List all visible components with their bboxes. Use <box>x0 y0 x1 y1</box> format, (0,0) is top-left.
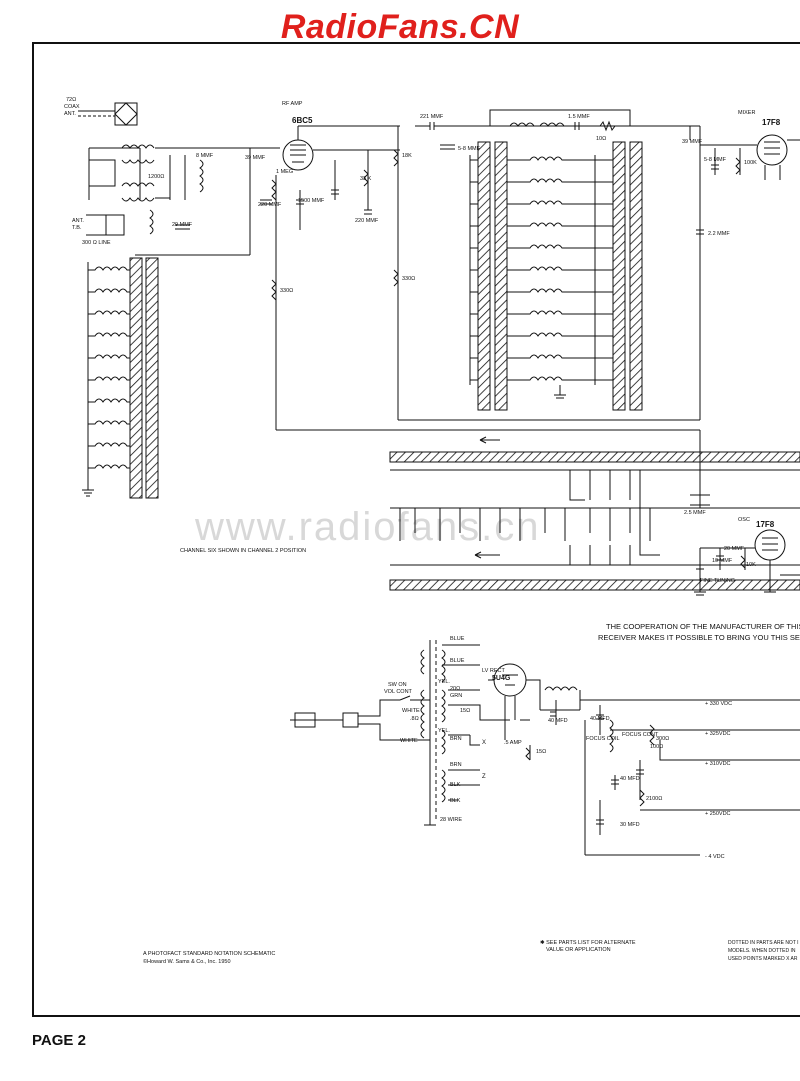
cap-2-5mmf-label: 2.5 MMF <box>684 510 706 516</box>
voltage-neg4: - 4 VDC <box>705 854 725 860</box>
marker-z: Z <box>482 774 486 780</box>
wire-blk-1: BLK <box>450 782 461 788</box>
channel-note: CHANNEL SIX SHOWN IN CHANNEL 2 POSITION <box>180 548 306 554</box>
wire-grn: GRN <box>450 693 462 699</box>
page-number: PAGE 2 <box>32 1032 86 1049</box>
antenna-coax-label-3: ANT. <box>64 111 76 117</box>
antenna-tb-label-2: T.B. <box>72 225 82 231</box>
cooperation-line-1: THE COOPERATION OF THE MANUFACTURER OF T… <box>606 622 800 631</box>
mixer-tube-type: 17F8 <box>762 118 781 127</box>
res-330-label: 330Ω <box>280 288 293 294</box>
antenna-coax-label: 72Ω <box>66 97 76 103</box>
wire-gauge-label: 28 WIRE <box>440 817 462 823</box>
res-100-label: 100Ω <box>650 744 663 750</box>
wire-brn-2: BRN <box>450 762 462 768</box>
res-18k-label: 18K <box>402 153 412 159</box>
credits-line-1: A PHOTOFACT STANDARD NOTATION SCHEMATIC <box>143 951 275 957</box>
faint-watermark: www.radiofans.cn <box>195 505 541 549</box>
res-300-label: 300Ω <box>656 736 669 742</box>
cap-40mfd-2: 40 MFD <box>590 716 610 722</box>
cap-220mmf-label: 220 MMF <box>258 202 282 208</box>
rf-amp-tube-type: 6BC5 <box>292 116 313 125</box>
switch-label: SW ON <box>388 682 407 688</box>
wire-brn-1: BRN <box>450 736 462 742</box>
wire-yel-1: YEL. <box>438 679 450 685</box>
res-1200-label: 1200Ω <box>148 174 164 180</box>
res-330-2-label: 330Ω <box>402 276 415 282</box>
wire-blk-2: BLK <box>450 798 461 804</box>
wire-blue-2: BLUE <box>450 658 465 664</box>
cap-40mfd-3: 40 MFD <box>620 776 640 782</box>
dotted-note-line-2: MODELS. WHEN DOTTED IN <box>728 948 796 954</box>
cap-8mmf-label: 8 MMF <box>196 153 214 159</box>
schematic-frame <box>32 42 800 1017</box>
wire-blue-1: BLUE <box>450 636 465 642</box>
wire-white-2: WHITE <box>400 738 418 744</box>
antenna-line-label: 300 Ω LINE <box>82 240 111 246</box>
focus-coil-label: FOCUS COIL <box>586 736 620 742</box>
parts-note-line-2: VALUE OR APPLICATION <box>546 947 611 953</box>
res-1meg-label: 1 MEG <box>276 169 293 175</box>
cap-20mmf-label: 20 MMF <box>724 546 745 552</box>
cap-10mmf-label: 10 MMF <box>712 558 733 564</box>
fine-tuning-label: FINE TUNING <box>700 578 735 584</box>
cap-1-5mmf-label: 1.5 MMF <box>568 114 590 120</box>
dotted-note-line-3: USED POINTS MARKED X AR <box>728 956 798 962</box>
fuse-label: .5 AMP <box>504 740 522 746</box>
res-10-label: 10Ω <box>596 136 606 142</box>
voltage-310: + 310VDC <box>705 761 731 767</box>
osc-tube-type: 17F8 <box>756 520 775 529</box>
cap-220mmf-2-label: 220 MMF <box>355 218 379 224</box>
voltage-325: + 325VDC <box>705 731 731 737</box>
rf-amp-label: RF AMP <box>282 101 303 107</box>
cap-39mmf-label: 39 MMF <box>245 155 266 161</box>
wire-yel-2: YEL. <box>438 728 450 734</box>
rectifier-tube-type: 5U4G <box>492 675 511 682</box>
watermark-logo: RadioFans.CN <box>280 8 520 46</box>
voltage-330: + 330 VDC <box>705 701 732 707</box>
focus-cont-label: FOCUS CONT <box>622 732 659 738</box>
cap-39mmf-2-label: 39 MMF <box>682 139 703 145</box>
cooperation-line-2: RECEIVER MAKES IT POSSIBLE TO BRING YOU … <box>598 633 800 642</box>
cap-1500mmf-label: 1500 MMF <box>298 198 325 204</box>
res-2100-label: 2100Ω <box>646 796 662 802</box>
res-100k-label: 100K <box>744 160 757 166</box>
cap-40mfd-1: 40 MFD <box>548 718 568 724</box>
voltage-250: + 250VDC <box>705 811 731 817</box>
cap-30mfd: 30 MFD <box>620 822 640 828</box>
res-15-label: 15Ω <box>460 708 470 714</box>
cap-29mmf-label: 29 MMF <box>172 222 193 228</box>
antenna-coax-label-2: COAX <box>64 104 80 110</box>
res-20-label: 20Ω <box>450 686 460 692</box>
res-8-label: .8Ω <box>410 716 419 722</box>
res-33k-label: 33 K <box>360 176 372 182</box>
cap-5-8mmf-2-label: 5-8 MMF <box>704 157 727 163</box>
cap-221mmf-label: 221 MMF <box>420 114 444 120</box>
antenna-tb-label: ANT. <box>72 218 84 224</box>
res-10k-label: 10K <box>746 562 756 568</box>
rectifier-label: LV RECT <box>482 668 505 674</box>
wire-white-1: WHITE <box>402 708 420 714</box>
cap-2-2mmf-label: 2.2 MMF <box>708 231 730 237</box>
dotted-note-line-1: DOTTED IN PARTS ARE NOT I <box>728 940 799 946</box>
vol-cont-label: VOL CONT <box>384 689 413 695</box>
res-15-2-label: 15Ω <box>536 749 546 755</box>
osc-label: OSC <box>738 517 750 523</box>
marker-x: X <box>482 740 486 746</box>
mixer-label: MIXER <box>738 110 755 116</box>
cap-5-8mmf-label: 5-8 MMF <box>458 146 481 152</box>
parts-note-line-1: ✱ SEE PARTS LIST FOR ALTERNATE <box>540 939 636 946</box>
credits-line-2: ©Howard W. Sams & Co., Inc. 1950 <box>143 958 231 965</box>
